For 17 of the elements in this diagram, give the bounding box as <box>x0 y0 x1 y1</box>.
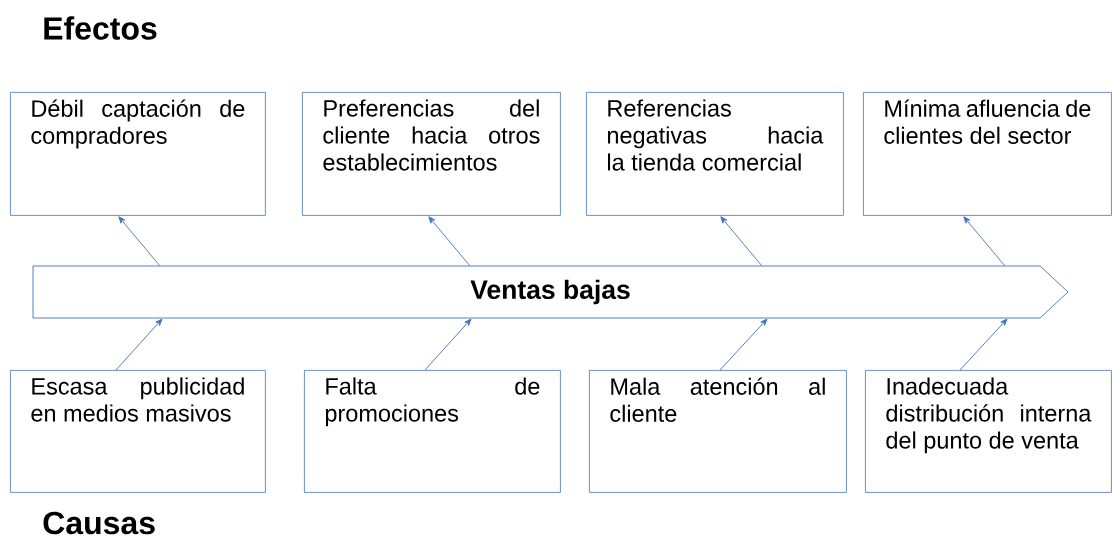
cause-box: Falta de promociones <box>304 370 561 493</box>
arrow <box>959 318 1008 371</box>
cause-box: Escasa publicidad en medios masivos <box>10 370 266 493</box>
arrow <box>428 216 471 267</box>
effect-box: Mínima afluencia de clientes del sector <box>863 92 1112 216</box>
section-heading: Efectos <box>44 16 157 40</box>
effect-box: Débil captación de compradores <box>10 92 266 216</box>
effect-box: Referencias negativas hacia la tienda comercial <box>586 92 844 216</box>
arrow <box>719 318 768 371</box>
cause-box: Mala atención al cliente <box>589 370 847 493</box>
arrow <box>720 216 763 267</box>
arrow <box>118 216 161 267</box>
arrow <box>115 318 163 371</box>
effect-box: Preferencias del cliente hacia otros establecimientos <box>302 92 561 216</box>
arrow <box>424 318 472 371</box>
cause-box: Inadecuada distribución interna del punto de venta <box>865 370 1112 493</box>
arrow <box>963 216 1006 267</box>
